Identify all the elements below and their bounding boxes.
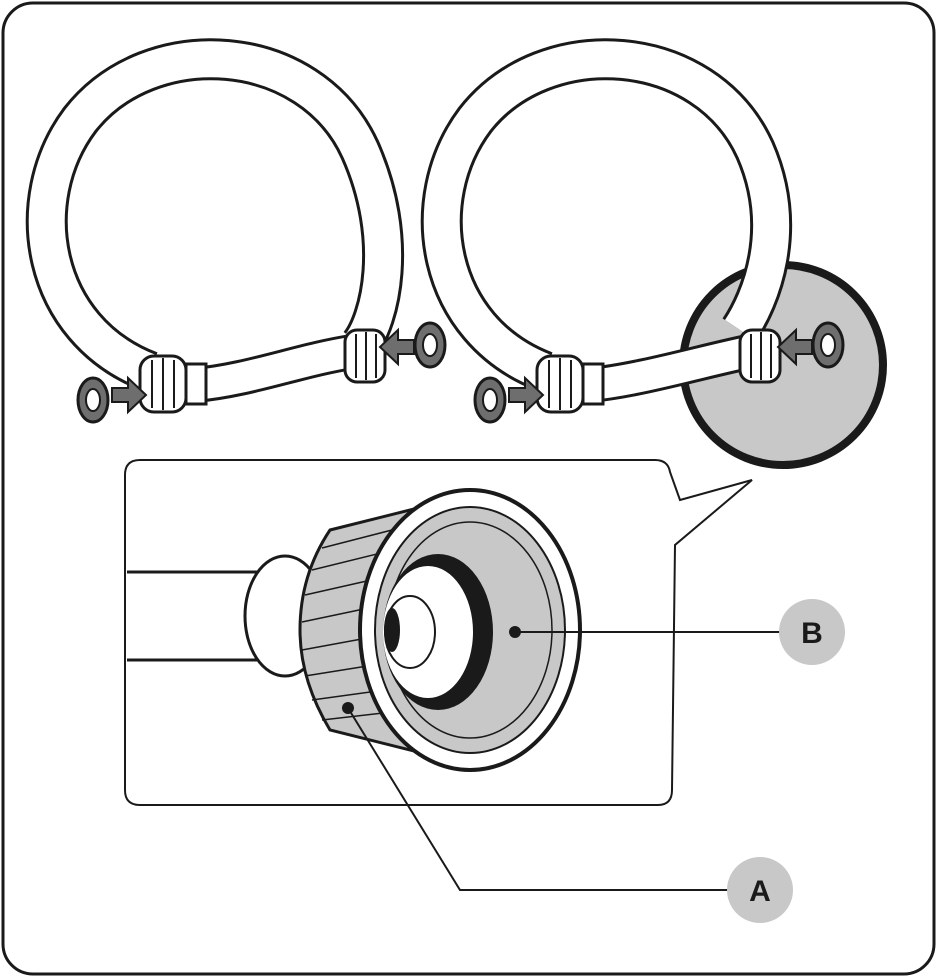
right-hose bbox=[420, 38, 887, 469]
leader-lines bbox=[342, 626, 790, 891]
left-washer-1 bbox=[76, 376, 110, 424]
arrow-left-icon bbox=[378, 327, 415, 367]
arrow-left-icon bbox=[776, 327, 813, 367]
arrow-right-icon bbox=[111, 375, 148, 415]
arrow-right-icon bbox=[508, 375, 545, 415]
left-washer-2 bbox=[413, 321, 447, 369]
callout-b-label: B bbox=[801, 617, 823, 650]
right-washer-1 bbox=[473, 376, 507, 424]
callout-b-dot bbox=[509, 626, 521, 638]
callout-b: B bbox=[779, 599, 845, 665]
right-hose-fitting-1 bbox=[535, 354, 605, 414]
callout-a-label: A bbox=[749, 875, 771, 908]
enlarged-fitting bbox=[127, 488, 582, 772]
right-washer-2 bbox=[811, 321, 845, 369]
left-hose-fitting-1 bbox=[138, 354, 208, 414]
left-hose-fitting-2 bbox=[343, 328, 387, 384]
callout-a: A bbox=[727, 857, 793, 923]
right-hose-fitting-2 bbox=[738, 328, 782, 384]
left-hose bbox=[25, 38, 447, 424]
callout-a-dot bbox=[342, 702, 354, 714]
